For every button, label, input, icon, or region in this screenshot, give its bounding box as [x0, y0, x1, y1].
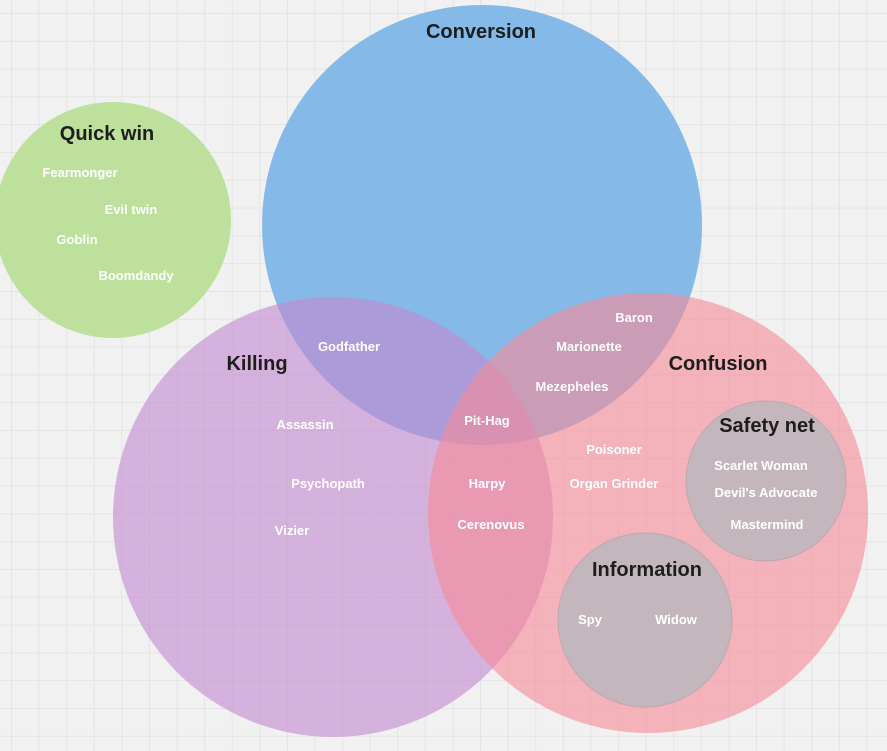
set-title-safety-net: Safety net — [719, 415, 815, 437]
item-psychopath: Psychopath — [291, 476, 365, 491]
item-harpy: Harpy — [469, 476, 507, 491]
set-title-killing: Killing — [226, 353, 287, 375]
item-mezepheles: Mezepheles — [536, 379, 609, 394]
item-goblin: Goblin — [56, 232, 97, 247]
set-title-confusion: Confusion — [669, 353, 768, 375]
set-title-information: Information — [592, 559, 702, 581]
set-title-conversion: Conversion — [426, 21, 536, 43]
item-boomdandy: Boomdandy — [98, 268, 174, 283]
item-widow: Widow — [655, 612, 698, 627]
item-evil-twin: Evil twin — [105, 202, 158, 217]
item-poisoner: Poisoner — [586, 442, 642, 457]
item-mastermind: Mastermind — [731, 517, 804, 532]
item-baron: Baron — [615, 310, 653, 325]
item-assassin: Assassin — [276, 417, 333, 432]
item-scarlet-woman: Scarlet Woman — [714, 458, 808, 473]
item-pit-hag: Pit-Hag — [464, 413, 510, 428]
item-organ-grinder: Organ Grinder — [570, 476, 659, 491]
item-marionette: Marionette — [556, 339, 622, 354]
item-spy: Spy — [578, 612, 603, 627]
set-title-quick-win: Quick win — [60, 123, 154, 145]
item-fearmonger: Fearmonger — [42, 165, 117, 180]
circle-safety-net — [685, 400, 847, 562]
item-devils-advocate: Devil's Advocate — [714, 485, 817, 500]
item-cerenovus: Cerenovus — [457, 517, 524, 532]
item-vizier: Vizier — [275, 523, 309, 538]
circle-killing — [113, 297, 553, 737]
item-godfather: Godfather — [318, 339, 380, 354]
circle-information — [557, 532, 733, 708]
circle-quick-win — [0, 102, 231, 338]
